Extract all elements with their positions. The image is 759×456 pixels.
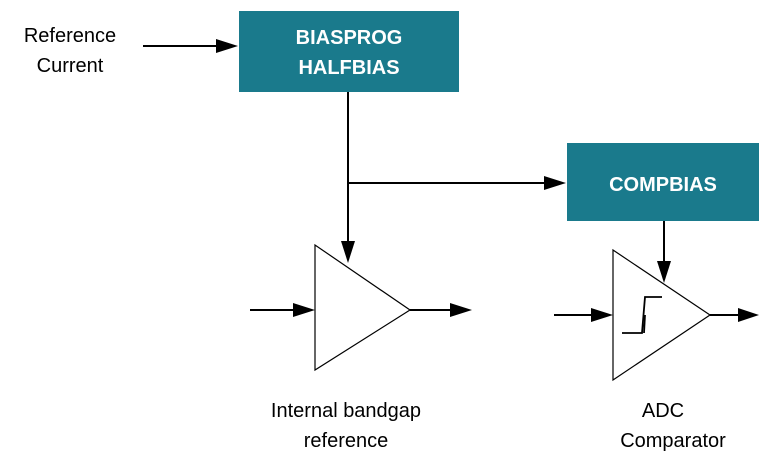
- halfbias-label: HALFBIAS: [298, 57, 399, 79]
- compbias-label: COMPBIAS: [609, 174, 717, 196]
- biasprog-halfbias-box: [239, 11, 459, 92]
- bandgap-amplifier: [250, 243, 472, 372]
- comparator-label-line1: ADC: [642, 400, 684, 422]
- bandgap-label-line1: Internal bandgap: [271, 400, 421, 422]
- reference-current-label-line1: Reference: [24, 25, 116, 47]
- adc-comparator: [554, 248, 759, 382]
- hysteresis-symbol-lower-leg: [643, 314, 646, 334]
- reference-current-arrowhead: [216, 39, 238, 53]
- biasprog-halfbias-block: BIASPROG HALFBIAS: [239, 11, 459, 92]
- biasprog-label: BIASPROG: [296, 27, 403, 49]
- bandgap-input-arrowhead: [293, 303, 315, 317]
- hysteresis-symbol: [622, 296, 662, 334]
- compbias-arrowhead: [544, 176, 566, 190]
- reference-current-label-line2: Current: [37, 55, 104, 77]
- compbias-block: COMPBIAS: [567, 143, 759, 221]
- comparator-label-line2: Comparator: [620, 430, 726, 452]
- comparator-input-arrowhead: [591, 308, 613, 322]
- bandgap-bias-arrowhead: [341, 241, 355, 263]
- bandgap-label-line2: reference: [304, 430, 389, 452]
- comparator-bias-arrowhead: [657, 261, 671, 283]
- bandgap-output-arrowhead: [450, 303, 472, 317]
- compbias-box: [567, 143, 759, 221]
- bandgap-amplifier-triangle: [314, 243, 412, 372]
- comparator-output-arrowhead: [738, 308, 759, 322]
